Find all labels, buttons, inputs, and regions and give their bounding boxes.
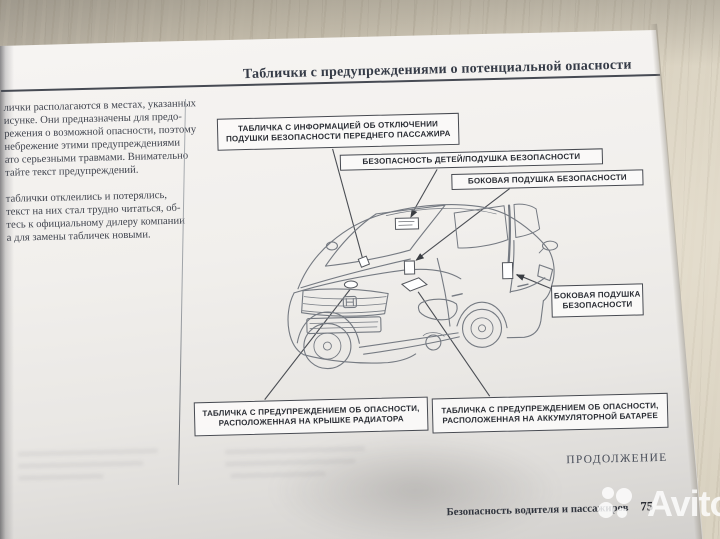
rear-door-label-marker [501, 262, 514, 280]
battery-label-marker [400, 277, 428, 292]
continuation-note: ПРОДОЛЖЕНИЕ [566, 451, 668, 467]
sun-visor-label-marker [394, 217, 420, 230]
callout-side-airbag-right: БОКОВАЯ ПОДУШКА БЕЗОПАСНОСТИ [550, 283, 644, 318]
callout-line: БОКОВАЯ ПОДУШКА БЕЗОПАСНОСТИ [467, 172, 627, 186]
marker-detail [398, 221, 415, 226]
leader-lines [264, 148, 552, 400]
car-illustration [287, 203, 559, 370]
callout-line: БЕЗОПАСНОСТЬ ДЕТЕЙ/ПОДУШКА БЕЗОПАСНОСТИ [362, 152, 581, 167]
dash-left-label-marker [357, 255, 371, 268]
avito-watermark-text: Avito [647, 483, 720, 524]
page-gutter-shadow [0, 44, 14, 539]
warning-labels-diagram [264, 148, 559, 400]
callout-passenger-airbag-info: ТАБЛИЧКА С ИНФОРМАЦИЕЙ ОБ ОТКЛЮЧЕНИИ ПОД… [216, 112, 460, 151]
label-location-markers [343, 217, 514, 292]
callout-line: БЕЗОПАСНОСТИ [562, 299, 633, 311]
callout-radiator-cap-warning: ТАБЛИЧКА С ПРЕДУПРЕЖДЕНИЕМ ОБ ОПАСНОСТИ,… [193, 396, 429, 437]
dash-center-label-marker [403, 260, 416, 275]
callout-battery-warning: ТАБЛИЧКА С ПРЕДУПРЕЖДЕНИЕМ ОБ ОПАСНОСТИ,… [431, 392, 669, 434]
avito-watermark: Avito [597, 483, 720, 525]
printed-content: Таблички с предупреждениями о потенциаль… [0, 30, 703, 539]
avito-logo-dots-icon [598, 487, 632, 518]
page-bottom-shadow [270, 435, 560, 539]
leader-arrowheads [410, 209, 525, 281]
radiator-cap-marker [343, 280, 358, 289]
